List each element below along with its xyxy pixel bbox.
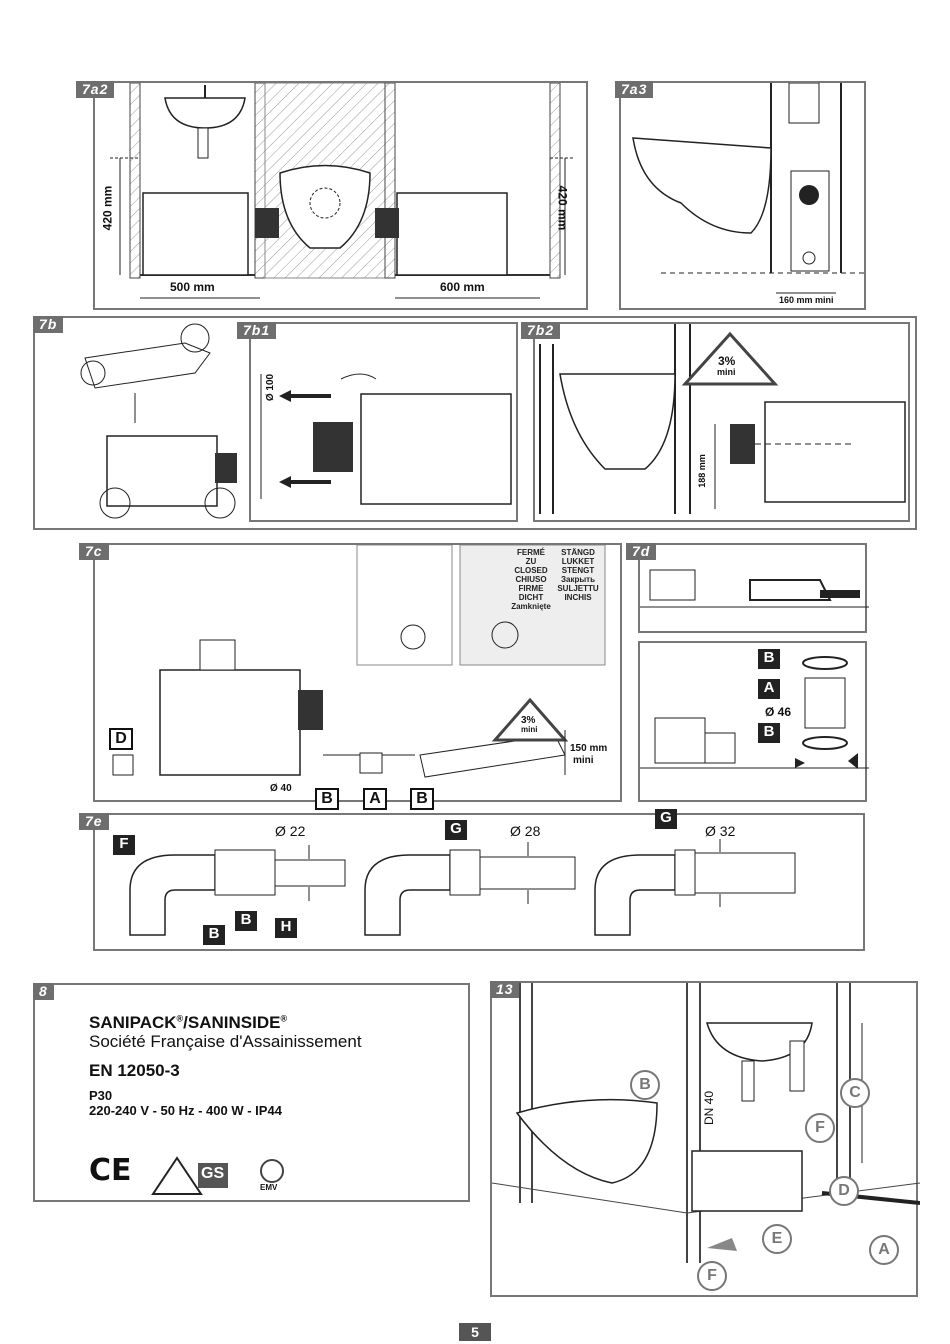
label-f-lower: F (697, 1261, 727, 1291)
ce-mark-icon: CE (89, 1153, 132, 1188)
label-e: E (762, 1224, 792, 1254)
label-a: A (869, 1235, 899, 1265)
panel-tag: 7d (626, 543, 657, 560)
label-a: A (363, 788, 387, 810)
label-b: B (630, 1070, 660, 1100)
panel-tag: 7b1 (237, 322, 277, 339)
pipe-diameter-diagram (129, 839, 796, 936)
panel-7d-top: 7d (626, 543, 869, 633)
evacuation-diagram (112, 545, 606, 778)
specs: 220-240 V - 50 Hz - 400 W - IP44 (89, 1103, 282, 1118)
panel-7a3: 7a3 160 mm mini (615, 81, 868, 310)
brand-separator: / (183, 1013, 188, 1032)
outlet-height-diagram (539, 324, 906, 514)
label-d: D (829, 1176, 859, 1206)
panel-tag: 7c (79, 543, 109, 560)
panel-tag: 7a2 (76, 81, 115, 98)
installation-diagram (110, 83, 575, 299)
height-dimension: 188 mm (696, 454, 707, 488)
label-d: D (109, 728, 133, 750)
label-g-right: G (655, 809, 677, 829)
dn-40-label: DN 40 (702, 1090, 717, 1126)
model: P30 (89, 1088, 113, 1103)
cutting-diagram (640, 569, 869, 608)
slope-value: 3% (521, 715, 536, 726)
panel-7b1: 7b1 Ø 100 (237, 322, 518, 522)
panel-tag: 7b2 (521, 322, 561, 339)
min-distance-dimension: 160 mm mini (779, 295, 834, 305)
emv-mark-icon: EMV (260, 1183, 278, 1192)
brand-line: SANIPACK®/SANINSIDE® (89, 1013, 287, 1033)
connection-diagram (260, 373, 512, 505)
label-c: C (840, 1078, 870, 1108)
label-a: A (758, 679, 780, 699)
label-b-low: B (203, 925, 225, 945)
coupling-diagram (640, 656, 869, 769)
panel-tag: 7e (79, 813, 109, 830)
width-dimension-left: 500 mm (170, 280, 215, 294)
panel-tag: 7a3 (615, 81, 654, 98)
diameter-28: Ø 28 (510, 823, 541, 839)
label-b-left: B (315, 788, 339, 810)
diameter-22: Ø 22 (275, 823, 306, 839)
label-f: F (113, 835, 135, 855)
label-f-upper: F (805, 1113, 835, 1143)
label-g-middle: G (445, 820, 467, 840)
wall-toilet-diagram (632, 83, 868, 294)
diameter-dimension: Ø 100 (265, 373, 277, 402)
diameter-32: Ø 32 (705, 823, 736, 839)
panel-8: 8 SANIPACK®/SANINSIDE® Société Française… (33, 983, 470, 1202)
panel-tag: 7b (33, 316, 64, 333)
height-dimension-left: 420 mm (100, 185, 115, 231)
page-number: 5 (459, 1323, 491, 1341)
label-b-right: B (410, 788, 434, 810)
panel-13: 13 DN 40 B C F D E A F (490, 981, 920, 1297)
panel-tag: 13 (490, 981, 520, 998)
reg-mark-2: ® (280, 1013, 288, 1024)
label-b-top: B (758, 649, 780, 669)
panel-7b2: 7b2 3% mini 188 mm (521, 322, 910, 522)
panel-7e: 7e Ø 22 Ø 28 Ø 32 F B B H G G (79, 809, 865, 951)
company-name: Société Française d'Assainissement (89, 1032, 362, 1051)
panel-7d-bottom: B A B Ø 46 (638, 641, 869, 802)
panel-7a2: 7a2 420 mm 420 mm (76, 81, 588, 310)
label-h: H (275, 918, 297, 938)
slope-value: 3% (718, 354, 736, 368)
slope-min: mini (717, 367, 736, 377)
installation-overview-diagram (492, 983, 920, 1263)
reg-mark: ® (176, 1013, 184, 1024)
diameter-46: Ø 46 (765, 705, 792, 719)
label-b-bottom: B (758, 723, 780, 743)
unit-mounting-diagram (80, 323, 237, 519)
height-150: 150 mm (570, 743, 608, 754)
label-b-mid: B (235, 911, 257, 931)
diameter-40: Ø 40 (270, 783, 292, 794)
norm: EN 12050-3 (89, 1061, 180, 1080)
panel-tag: 8 (33, 983, 54, 1000)
height-dimension-right: 420 mm (555, 185, 570, 231)
brand-2: SANINSIDE (187, 1013, 281, 1032)
slope-min: mini (521, 725, 538, 734)
gs-mark-icon: GS (201, 1165, 225, 1182)
brand-1: SANIPACK (89, 1013, 177, 1032)
width-dimension-right: 600 mm (440, 280, 485, 294)
height-150-min: mini (573, 755, 594, 766)
